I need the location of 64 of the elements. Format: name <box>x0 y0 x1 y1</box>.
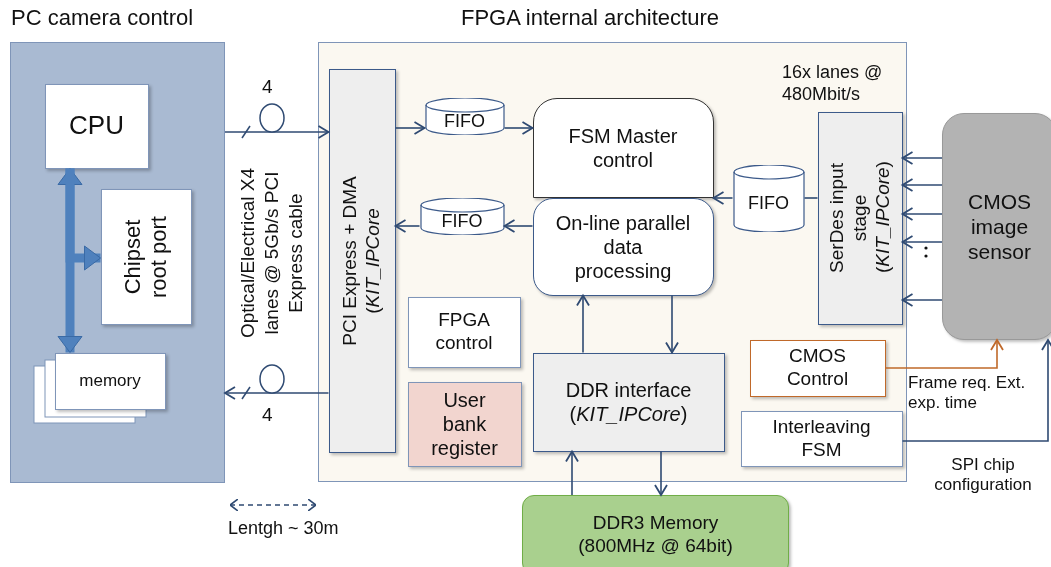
process-box <box>817 111 903 325</box>
rounded-box <box>942 113 1051 340</box>
arrow <box>224 386 330 400</box>
rounded-box <box>522 495 789 567</box>
process-box <box>740 410 903 467</box>
edge-label: SPI chip configuration <box>933 455 1033 496</box>
node-text: DDR interface <box>565 378 692 402</box>
bus-arrow <box>65 168 101 271</box>
node-text: memory <box>79 370 141 392</box>
arrow <box>394 219 421 233</box>
node-text: (KIT_IPCore <box>362 206 384 316</box>
arrow <box>901 151 943 165</box>
process-box <box>532 352 725 452</box>
panel-title: FPGA internal architecture <box>461 5 719 31</box>
process-box <box>407 296 521 368</box>
node-text: CMOS Control <box>785 345 850 391</box>
arrow <box>394 121 426 135</box>
arrow <box>901 293 943 307</box>
arrow <box>884 339 1004 369</box>
edge-label: 4 <box>262 76 273 99</box>
process-box <box>407 381 522 467</box>
node-text: (KIT_IPCore) <box>569 402 688 426</box>
node-text: FIFO <box>444 111 485 133</box>
rounded-box <box>532 197 714 296</box>
node-text: (KIT_IPCore) <box>871 163 894 273</box>
arrow <box>712 191 734 205</box>
arrow <box>901 235 943 249</box>
cable-label: Optical/Electrical X4 lanes @ 5Gb/s PCI Express cable <box>236 167 307 340</box>
node-text: User bank register <box>430 388 499 460</box>
node-text: FIFO <box>441 211 483 233</box>
arrow <box>901 207 943 221</box>
arrow <box>665 294 679 354</box>
node-text: Chipset root port <box>119 214 172 300</box>
edge-label: 4 <box>262 404 273 427</box>
rounded-box <box>100 188 192 325</box>
node-text: DDR3 Memory (800MHz @ 64bit) <box>577 512 734 558</box>
arrow <box>576 294 590 354</box>
node-text: PCI Express + DMA <box>339 174 362 348</box>
connector-line <box>803 197 819 199</box>
arrow <box>224 125 330 139</box>
bus-arrow <box>57 168 83 353</box>
node-text: CPU <box>69 110 124 142</box>
node-text: SerDes input stage <box>825 163 871 273</box>
arrow <box>503 121 534 135</box>
arrow <box>565 450 579 496</box>
process-box <box>749 339 886 397</box>
node-text: FPGA control <box>434 309 494 355</box>
node-text: FSM Master control <box>567 123 679 172</box>
panel-title: PC camera control <box>11 5 194 31</box>
process-box <box>44 83 149 169</box>
edge-label: Frame req. Ext. exp. time <box>908 373 1027 414</box>
process-box <box>328 68 396 453</box>
process-box <box>54 352 166 410</box>
length-label: Lentgh ~ 30m <box>228 518 340 540</box>
node-text: On-line parallel data processing <box>554 210 692 283</box>
node-text: Interleaving FSM <box>771 415 872 462</box>
node-text: CMOS image sensor <box>967 188 1032 265</box>
arrow <box>654 450 668 496</box>
rounded-box <box>532 97 714 198</box>
arrow <box>503 219 534 233</box>
node-text: FIFO <box>748 193 789 215</box>
arrow <box>901 339 1051 442</box>
arrow <box>901 178 943 192</box>
lane-label: 16x lanes @ 480Mbit/s <box>782 62 884 106</box>
